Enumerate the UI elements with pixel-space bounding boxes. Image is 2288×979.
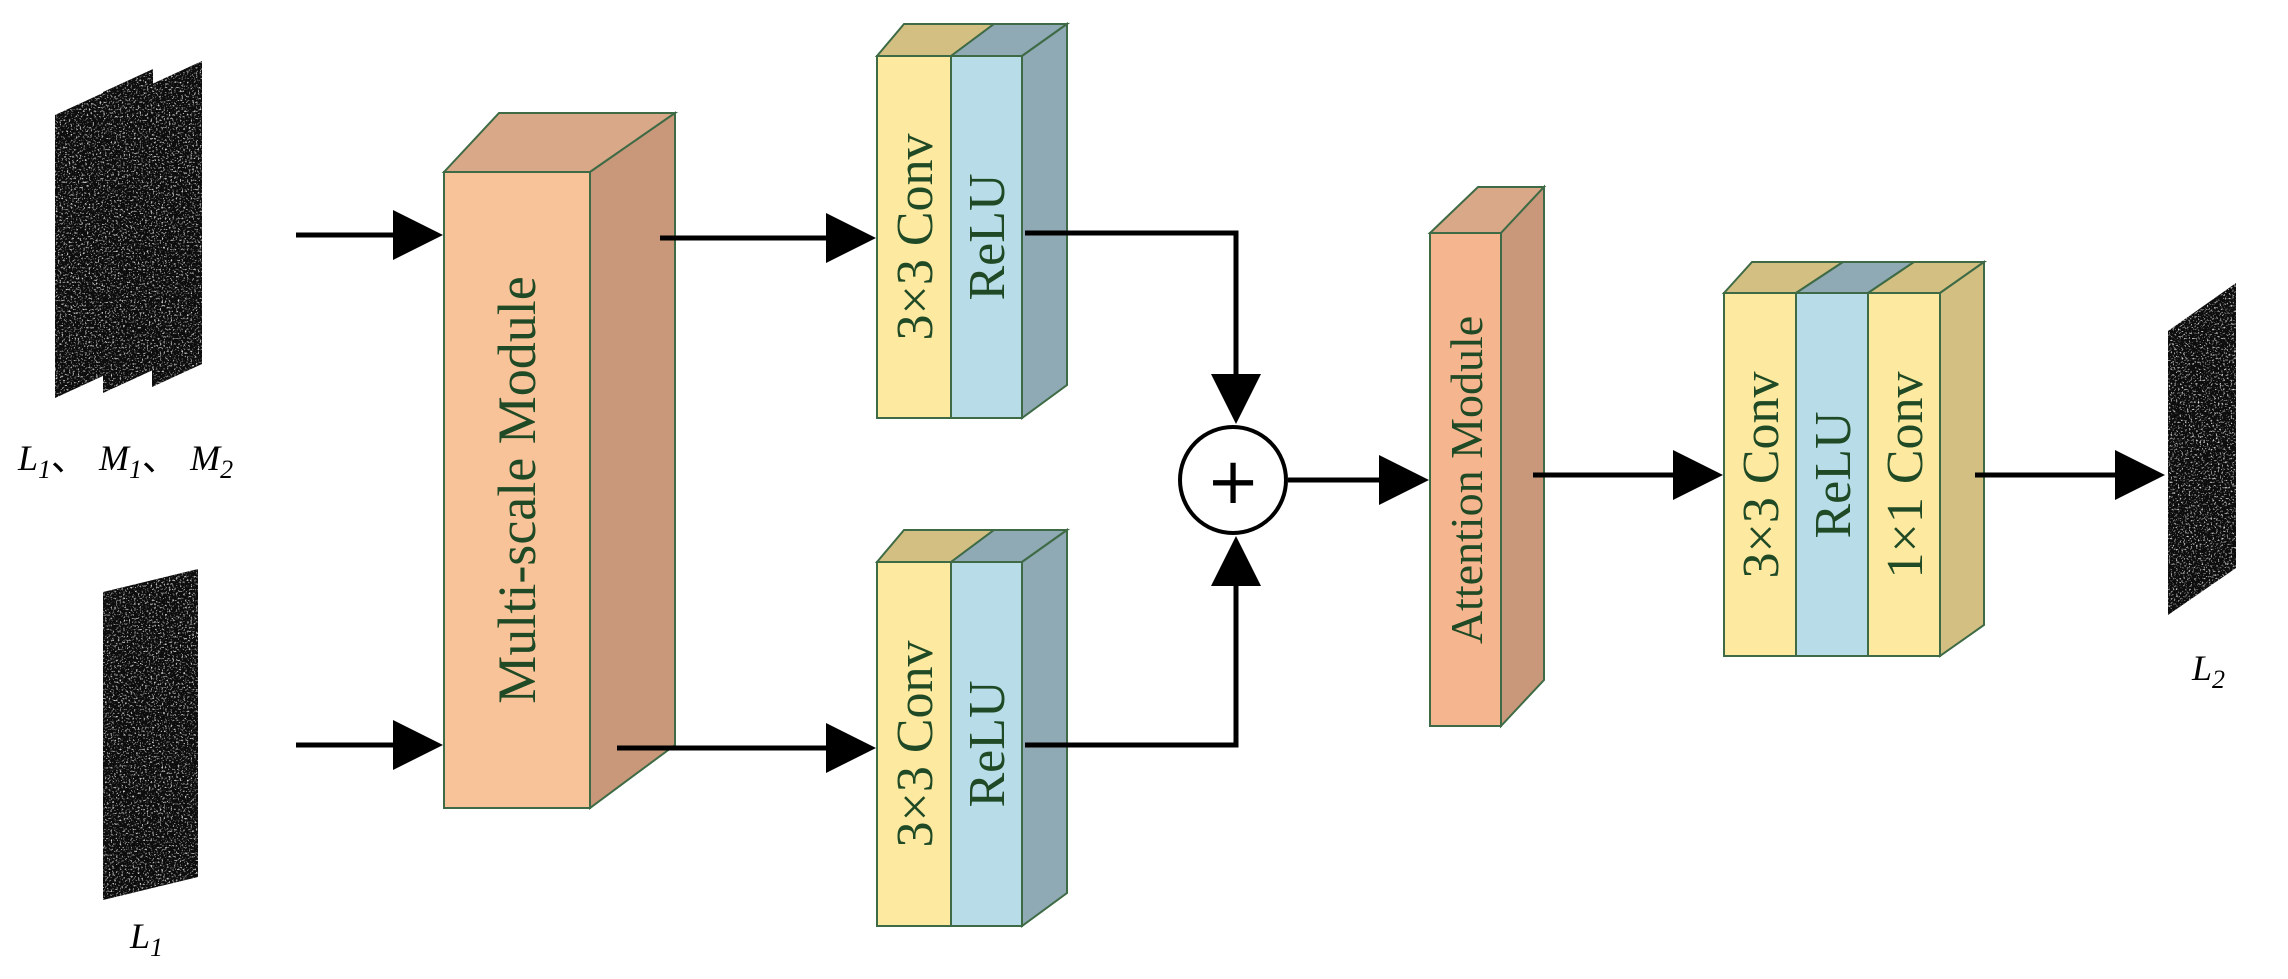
final-relu-label: ReLU bbox=[1805, 411, 1862, 538]
multiscale-front-face bbox=[443, 171, 591, 809]
top-conv-label: 3×3 Conv bbox=[887, 133, 944, 340]
bottom-relu-face bbox=[950, 561, 1023, 927]
bottom-conv-face bbox=[876, 561, 952, 927]
bottom-conv-label: 3×3 Conv bbox=[887, 640, 944, 847]
top-conv-face bbox=[876, 55, 952, 419]
top-relu-label: ReLU bbox=[959, 173, 1016, 300]
attention-front-face bbox=[1429, 232, 1502, 727]
final-conv1-label: 3×3 Conv bbox=[1733, 371, 1790, 578]
final-conv1-face bbox=[1723, 292, 1797, 657]
top-relu-side-face bbox=[1021, 22, 1068, 420]
bottom-conv-relu-block: 3×3 Conv ReLU bbox=[874, 528, 1071, 928]
connectors bbox=[296, 210, 2165, 773]
final-conv2-face bbox=[1867, 292, 1941, 657]
attention-module: Attention Module bbox=[1427, 184, 1547, 729]
input-image-3 bbox=[152, 61, 202, 387]
arrow-top-block-to-sum bbox=[1025, 230, 1261, 424]
input-single-caption: L1 bbox=[129, 916, 163, 962]
input-image-2 bbox=[103, 69, 153, 393]
input-single-image bbox=[103, 569, 198, 900]
attention-label: Attention Module bbox=[1441, 316, 1492, 644]
sum-symbol: + bbox=[1206, 445, 1260, 519]
top-relu-face bbox=[950, 55, 1023, 419]
sum-node: + bbox=[1178, 425, 1288, 535]
multiscale-side-face bbox=[589, 111, 676, 810]
input-stack-images bbox=[55, 61, 202, 398]
input-image-1 bbox=[55, 92, 105, 398]
top-conv-relu-block: 3×3 Conv ReLU bbox=[874, 22, 1071, 420]
output-image bbox=[2168, 283, 2236, 615]
arrow-bottom-block-to-sum bbox=[1025, 536, 1261, 748]
bottom-relu-side-face bbox=[1021, 528, 1068, 928]
sum-circle bbox=[1178, 425, 1288, 535]
final-conv-relu-conv-block: 3×3 Conv ReLU 1×1 Conv bbox=[1721, 260, 1988, 658]
final-conv2-label: 1×1 Conv bbox=[1877, 371, 1934, 578]
multiscale-label: Multi-scale Module bbox=[487, 276, 547, 703]
attention-side-face bbox=[1500, 184, 1545, 729]
bottom-relu-label: ReLU bbox=[959, 680, 1016, 807]
input-stack-caption: L1、M1、M2 bbox=[17, 438, 233, 484]
multiscale-module: Multi-scale Module bbox=[441, 111, 679, 810]
output-caption: L2 bbox=[2191, 648, 2225, 694]
final-conv2-side-face bbox=[1939, 260, 1985, 658]
